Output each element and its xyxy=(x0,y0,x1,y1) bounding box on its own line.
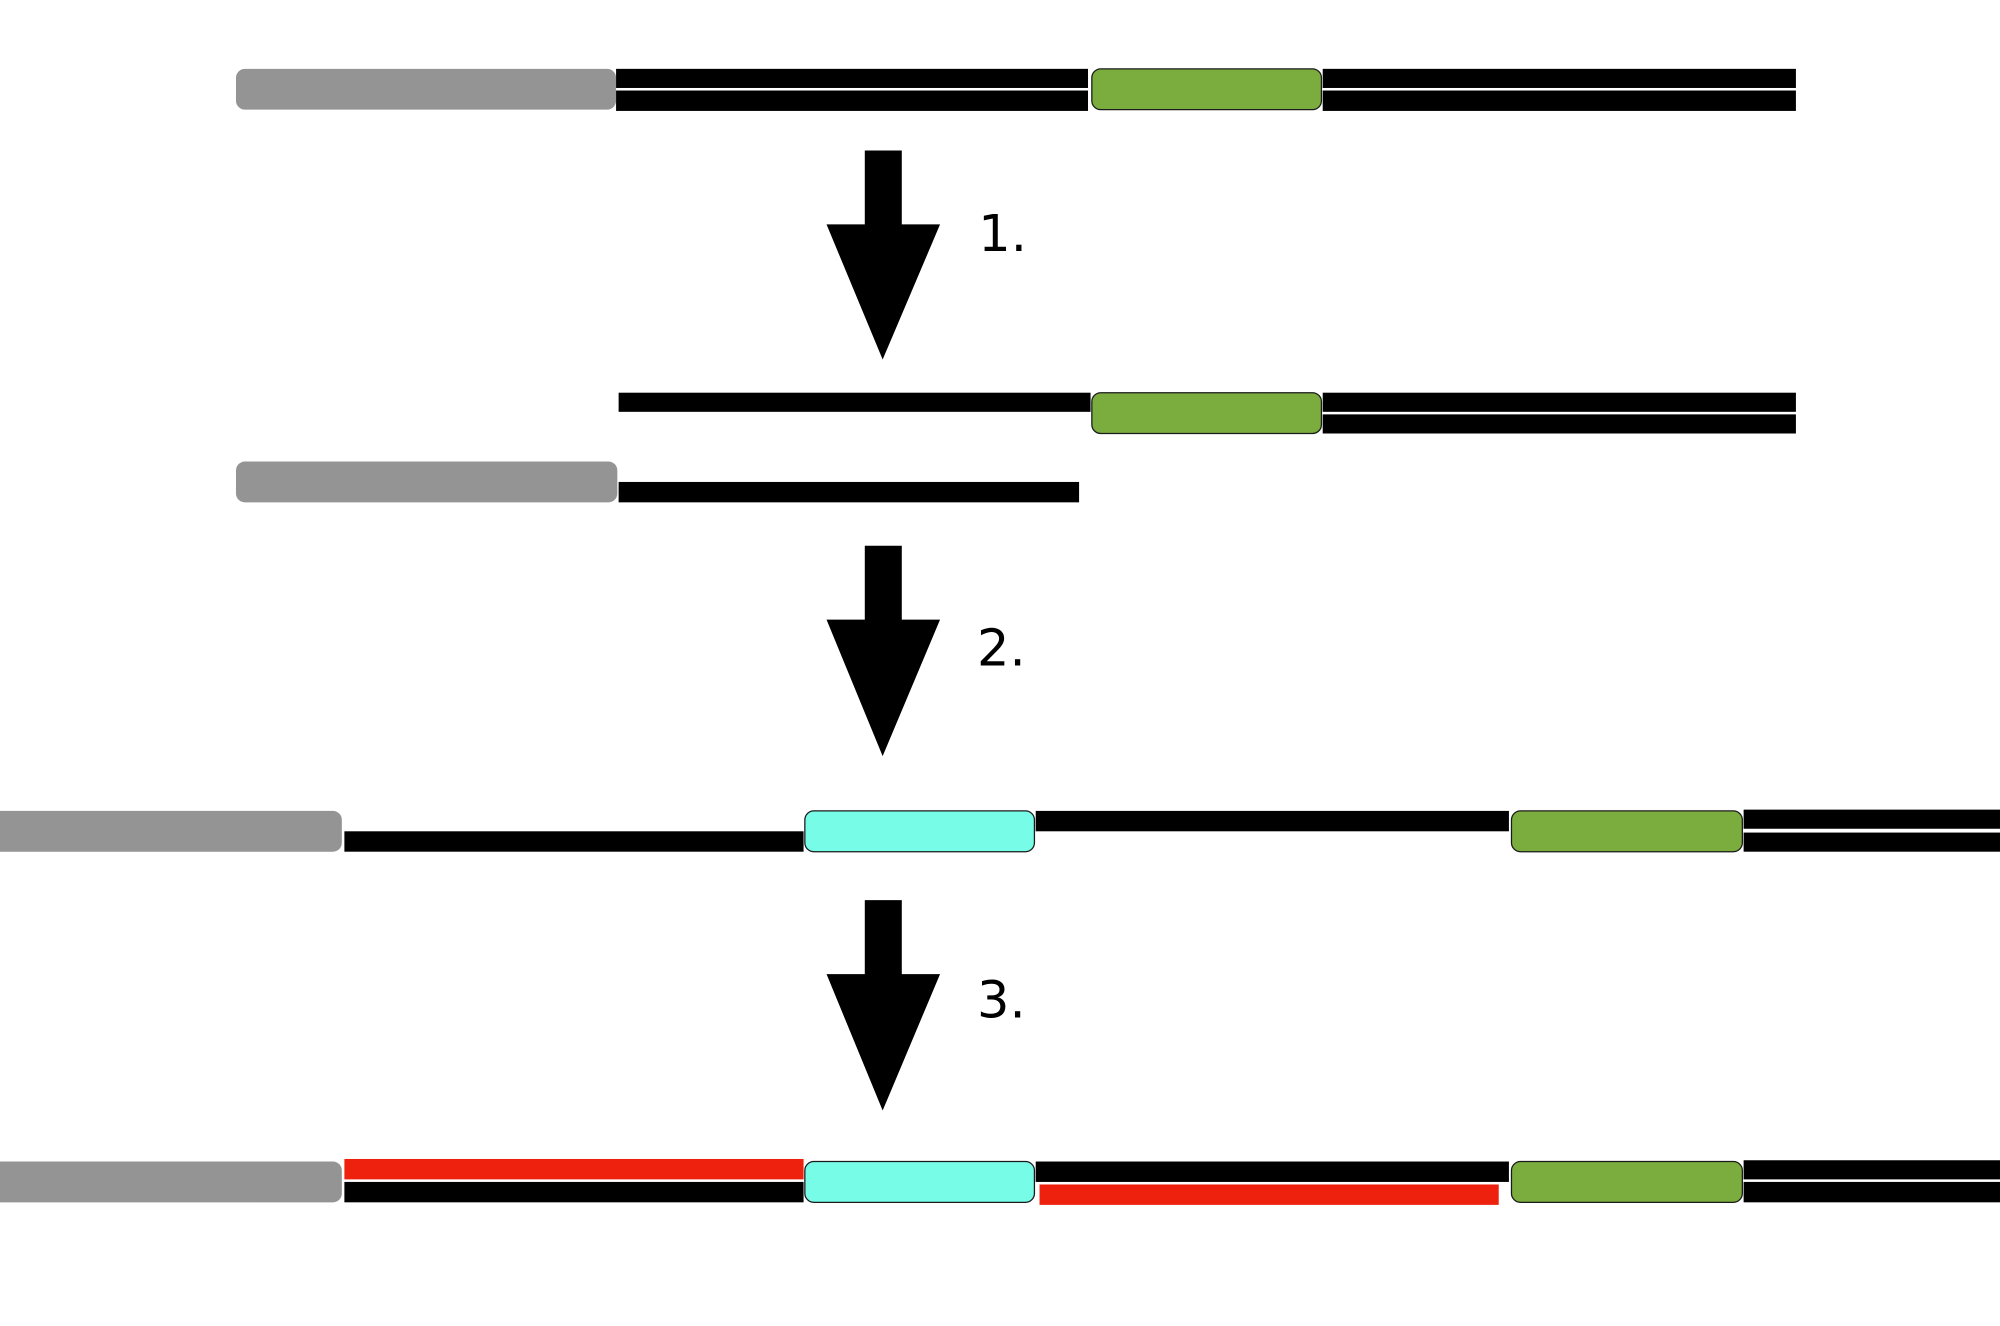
strand-top xyxy=(1322,392,1796,412)
step-label: 2. xyxy=(977,620,1026,679)
arrow-step-2: 2. xyxy=(826,545,1026,757)
step-label: 1. xyxy=(978,205,1027,264)
strand-bottom xyxy=(1743,1181,2000,1203)
strand-top xyxy=(1743,809,2000,829)
strand-bottom xyxy=(1322,414,1796,434)
strand-bottom xyxy=(1322,90,1796,111)
strand-bottom xyxy=(344,1181,804,1203)
green-block xyxy=(1510,810,1743,853)
row-3 xyxy=(0,809,2000,853)
row-2 xyxy=(235,392,1796,503)
down-arrow-icon xyxy=(826,900,941,1111)
down-arrow-icon xyxy=(826,150,941,360)
gray-block xyxy=(235,461,618,503)
arrow-step-3: 3. xyxy=(826,900,1026,1111)
strand-bottom xyxy=(616,90,1089,111)
strand-bottom xyxy=(344,831,804,852)
cyan-block xyxy=(804,810,1036,853)
red-strand-top xyxy=(344,1158,804,1180)
down-arrow-icon xyxy=(826,545,941,757)
green-block xyxy=(1091,68,1323,111)
step-label: 3. xyxy=(977,971,1026,1030)
red-strand-bottom xyxy=(1039,1184,1499,1205)
gray-block xyxy=(235,68,617,110)
strand-bottom xyxy=(1743,832,2000,852)
arrow-step-1: 1. xyxy=(826,150,1027,360)
row-1 xyxy=(235,68,1796,111)
strand-top xyxy=(1322,68,1796,88)
cyan-block xyxy=(804,1160,1036,1203)
row-4 xyxy=(0,1158,2000,1205)
gray-block xyxy=(0,810,342,852)
strand-top xyxy=(618,392,1091,412)
green-block xyxy=(1091,392,1323,435)
gray-block xyxy=(0,1161,342,1203)
strand-top xyxy=(1035,810,1509,832)
strand-top xyxy=(616,68,1089,88)
strand-bottom xyxy=(618,481,1080,503)
strand-top xyxy=(1743,1160,2000,1180)
green-block xyxy=(1510,1160,1743,1203)
strand-top xyxy=(1035,1161,1509,1182)
